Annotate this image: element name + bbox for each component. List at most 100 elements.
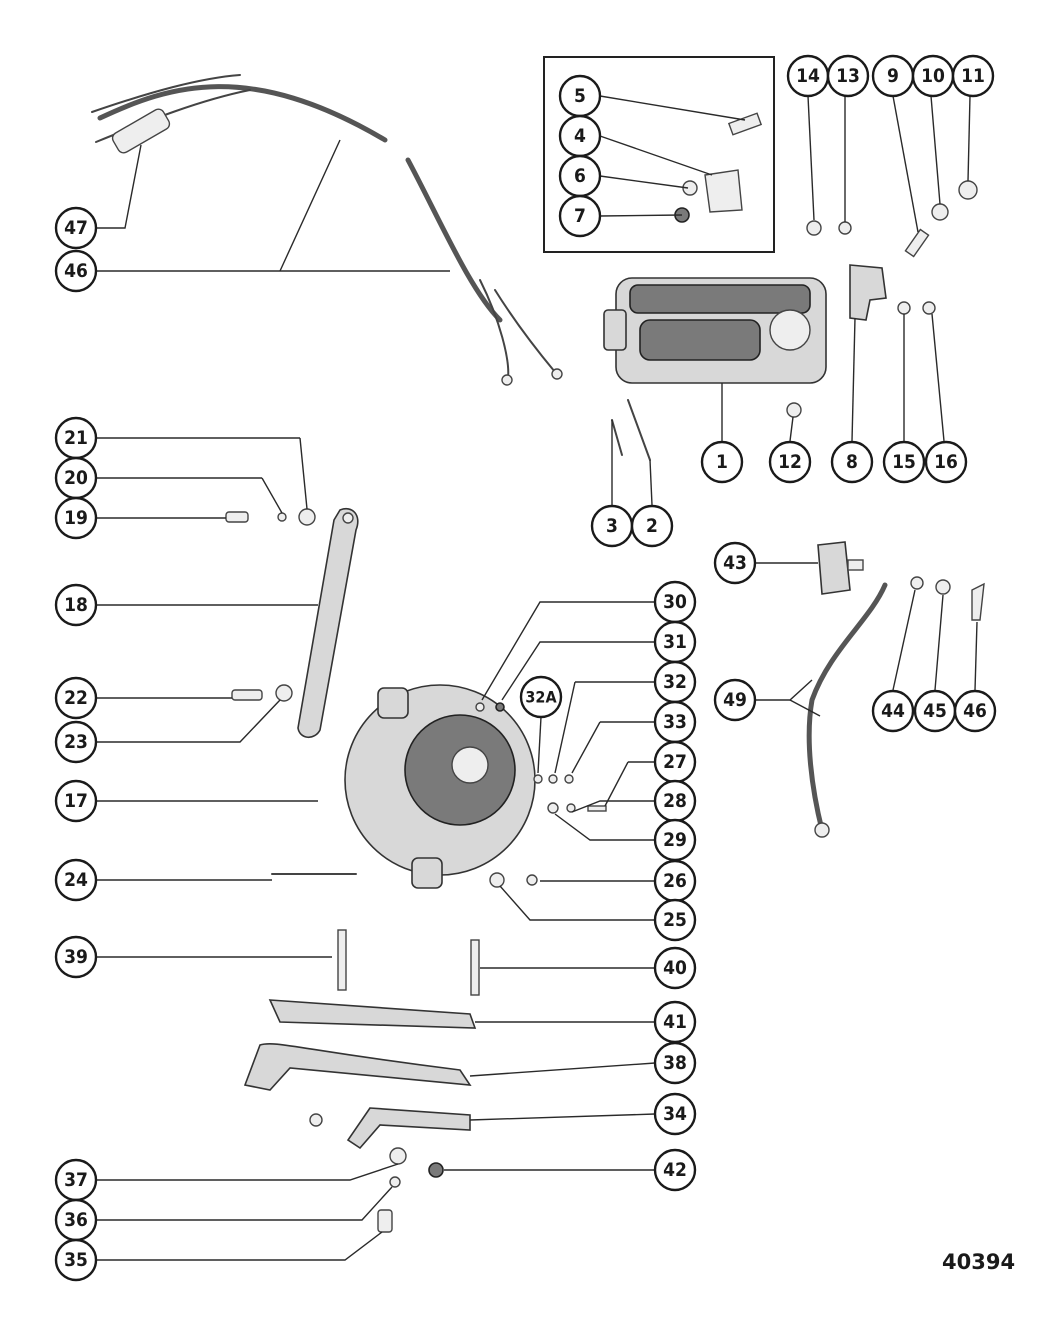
svg-text:15: 15 — [892, 451, 916, 473]
svg-text:10: 10 — [921, 65, 945, 87]
svg-text:46: 46 — [64, 260, 88, 282]
svg-text:32: 32 — [663, 671, 687, 693]
svg-text:21: 21 — [64, 427, 88, 449]
svg-text:42: 42 — [663, 1159, 687, 1181]
svg-text:14: 14 — [796, 65, 820, 87]
callout-38: 38 — [653, 1041, 697, 1085]
callout-28: 28 — [653, 779, 697, 823]
brackets — [243, 999, 477, 1150]
inset-box — [543, 56, 775, 253]
callout-9: 9 — [871, 54, 915, 98]
callout-21: 21 — [54, 416, 98, 460]
svg-text:38: 38 — [663, 1052, 687, 1074]
callout-39: 39 — [54, 935, 98, 979]
callout-35: 35 — [54, 1238, 98, 1282]
callout-23: 23 — [54, 720, 98, 764]
callout-6: 6 — [558, 154, 602, 198]
callout-32A: 32A — [519, 675, 563, 719]
callout-41: 41 — [653, 1000, 697, 1044]
svg-text:29: 29 — [663, 829, 687, 851]
callout-13: 13 — [826, 54, 870, 98]
svg-text:24: 24 — [64, 869, 88, 891]
svg-text:47: 47 — [64, 217, 88, 239]
callout-36: 36 — [54, 1198, 98, 1242]
svg-text:30: 30 — [663, 591, 687, 613]
callout-15: 15 — [882, 440, 926, 484]
callout-1: 1 — [700, 440, 744, 484]
studs — [337, 929, 480, 996]
svg-text:3: 3 — [606, 515, 618, 537]
svg-text:41: 41 — [663, 1011, 687, 1033]
strap-hardware — [225, 508, 316, 702]
callout-31: 31 — [653, 620, 697, 664]
callout-27: 27 — [653, 740, 697, 784]
callout-5: 5 — [558, 74, 602, 118]
svg-text:45: 45 — [923, 700, 947, 722]
callout-10: 10 — [911, 54, 955, 98]
bracket-hardware — [309, 1113, 444, 1233]
callout-18: 18 — [54, 583, 98, 627]
svg-text:36: 36 — [64, 1209, 88, 1231]
callout-19: 19 — [54, 496, 98, 540]
alternator — [344, 684, 536, 889]
callout-12: 12 — [768, 440, 812, 484]
leader-lines — [97, 95, 978, 1261]
alternator-hardware — [271, 702, 607, 888]
svg-text:43: 43 — [723, 552, 747, 574]
callout-8: 8 — [830, 440, 874, 484]
callout-7: 7 — [558, 194, 602, 238]
small-hardware — [786, 180, 978, 418]
callout-46: 46 — [953, 689, 997, 733]
svg-text:27: 27 — [663, 751, 687, 773]
battery-cable — [806, 576, 985, 838]
callout-44: 44 — [871, 689, 915, 733]
svg-text:1: 1 — [716, 451, 728, 473]
svg-text:4: 4 — [574, 125, 586, 147]
protective-sleeve — [111, 108, 171, 154]
callout-26: 26 — [653, 859, 697, 903]
figure-number: 40394 — [942, 1250, 1016, 1274]
svg-text:6: 6 — [574, 165, 586, 187]
svg-text:46: 46 — [963, 700, 987, 722]
callout-25: 25 — [653, 898, 697, 942]
callout-24: 24 — [54, 858, 98, 902]
callout-45: 45 — [913, 689, 957, 733]
svg-text:9: 9 — [887, 65, 899, 87]
callout-40: 40 — [653, 946, 697, 990]
starter-bracket — [849, 264, 887, 321]
svg-text:32A: 32A — [525, 688, 557, 707]
svg-text:26: 26 — [663, 870, 687, 892]
svg-text:18: 18 — [64, 594, 88, 616]
callout-42: 42 — [653, 1148, 697, 1192]
svg-text:34: 34 — [663, 1103, 687, 1125]
callout-37: 37 — [54, 1158, 98, 1202]
svg-text:7: 7 — [574, 205, 586, 227]
callout-30: 30 — [653, 580, 697, 624]
svg-text:2: 2 — [646, 515, 658, 537]
callout-48: 47 — [54, 206, 98, 250]
svg-text:40: 40 — [663, 957, 687, 979]
svg-text:31: 31 — [663, 631, 687, 653]
svg-text:33: 33 — [663, 711, 687, 733]
callout-22: 22 — [54, 676, 98, 720]
svg-text:28: 28 — [663, 790, 687, 812]
svg-text:35: 35 — [64, 1249, 88, 1271]
svg-text:5: 5 — [574, 85, 586, 107]
callout-17: 17 — [54, 779, 98, 823]
svg-text:13: 13 — [836, 65, 860, 87]
svg-text:12: 12 — [778, 451, 802, 473]
svg-text:8: 8 — [846, 451, 858, 473]
svg-text:25: 25 — [663, 909, 687, 931]
callout-34: 34 — [653, 1092, 697, 1136]
starter-through-bolts — [611, 399, 651, 461]
callout-43: 43 — [713, 541, 757, 585]
svg-text:37: 37 — [64, 1169, 88, 1191]
svg-text:39: 39 — [64, 946, 88, 968]
svg-text:49: 49 — [723, 689, 747, 711]
callout-14: 14 — [786, 54, 830, 98]
svg-text:44: 44 — [881, 700, 905, 722]
inset-hardware — [674, 112, 763, 223]
circuit-breaker — [817, 541, 864, 595]
callout-20: 20 — [54, 456, 98, 500]
